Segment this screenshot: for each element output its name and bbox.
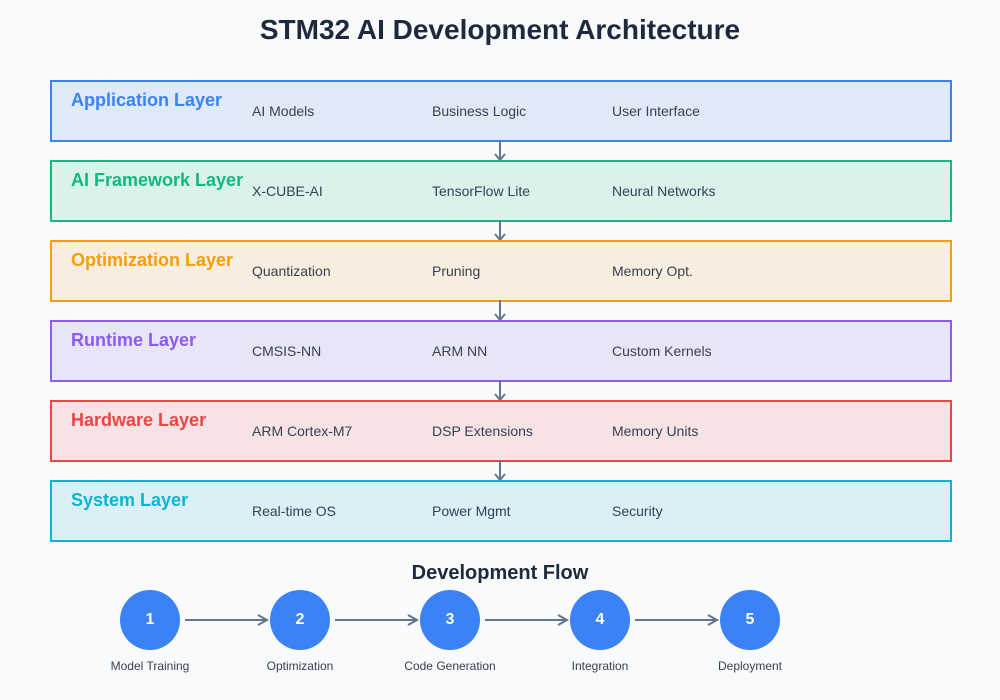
layer-name: System Layer xyxy=(71,490,189,510)
flow-step-label: Model Training xyxy=(110,659,190,673)
diagram-title: STM32 AI Development Architecture xyxy=(259,14,741,45)
layer-name: Optimization Layer xyxy=(71,250,234,270)
layer-component: Pruning xyxy=(432,263,481,279)
layer-component: Real-time OS xyxy=(252,503,337,519)
layer-component: CMSIS-NN xyxy=(252,343,322,359)
layer-component: Power Mgmt xyxy=(432,503,511,519)
layer-component: TensorFlow Lite xyxy=(432,183,531,199)
layer-component: Memory Opt. xyxy=(612,263,693,279)
layer-component: X-CUBE-AI xyxy=(252,183,323,199)
layer-component: Neural Networks xyxy=(612,183,716,199)
layer-component: DSP Extensions xyxy=(432,423,533,439)
layer-component: User Interface xyxy=(612,103,700,119)
down-arrow-icon xyxy=(494,380,506,402)
layer-component: Quantization xyxy=(252,263,331,279)
layer-component: ARM NN xyxy=(432,343,488,359)
down-arrow-icon xyxy=(494,220,506,242)
flow-step-circle: 5 xyxy=(720,590,780,650)
down-arrow-icon xyxy=(494,460,506,482)
right-arrow-icon xyxy=(335,614,420,626)
layer-name: AI Framework Layer xyxy=(71,170,244,190)
layer-application-layer: Application Layer AI Models Business Logic… xyxy=(50,80,952,142)
flow-step-label: Deployment xyxy=(717,659,783,673)
layer-component: AI Models xyxy=(252,103,315,119)
flow-step-circle: 2 xyxy=(270,590,330,650)
flow-step-label: Code Generation xyxy=(404,659,496,673)
flow-step-label: Optimization xyxy=(266,659,334,673)
right-arrow-icon xyxy=(185,614,270,626)
layer-component: Security xyxy=(612,503,663,519)
flow-step-circle: 3 xyxy=(420,590,480,650)
down-arrow-icon xyxy=(494,300,506,322)
layer-component: Custom Kernels xyxy=(612,343,712,359)
down-arrow-icon xyxy=(494,140,506,162)
layer-component: ARM Cortex-M7 xyxy=(252,423,353,439)
layer-component: Business Logic xyxy=(432,103,527,119)
flow-title: Development Flow xyxy=(411,562,589,584)
right-arrow-icon xyxy=(485,614,570,626)
layer-name: Runtime Layer xyxy=(71,330,197,350)
layer-name: Hardware Layer xyxy=(71,410,207,430)
layer-name: Application Layer xyxy=(71,90,223,110)
flow-step-label: Integration xyxy=(571,659,629,673)
layer-component: Memory Units xyxy=(612,423,699,439)
flow-step-circle: 1 xyxy=(120,590,180,650)
flow-step-circle: 4 xyxy=(570,590,630,650)
right-arrow-icon xyxy=(635,614,720,626)
